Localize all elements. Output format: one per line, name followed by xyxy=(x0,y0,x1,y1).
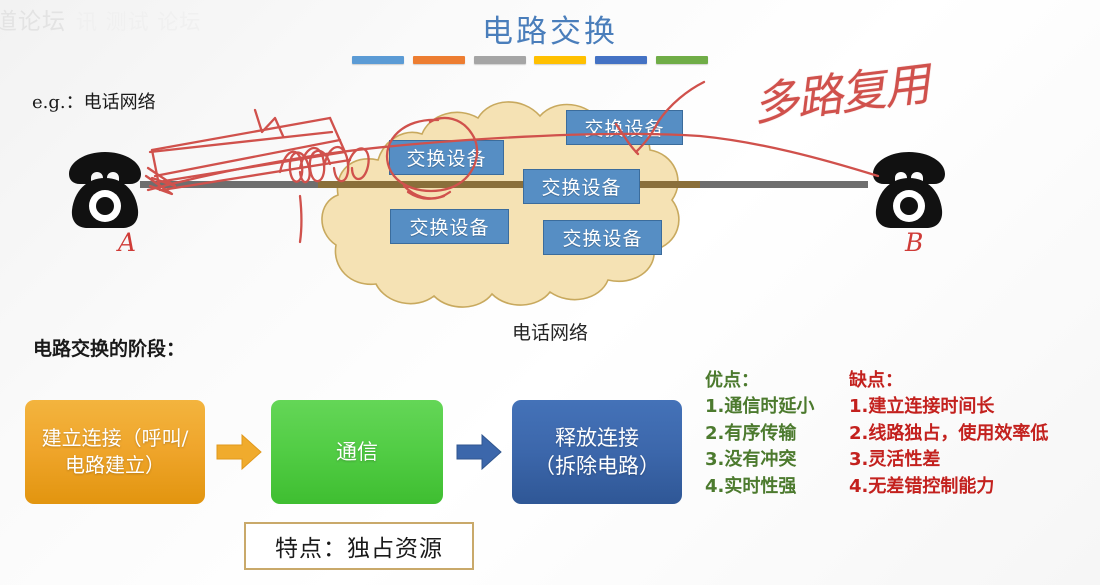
title-decoration-bars xyxy=(352,56,708,66)
example-label: e.g.：电话网络 xyxy=(32,92,156,113)
trunk-line-right xyxy=(700,181,868,188)
advantages-item-2: 2.有序传输 xyxy=(705,422,797,444)
cloud-caption: 电话网络 xyxy=(511,322,588,344)
endpoint-label-a: A xyxy=(118,228,137,257)
advantages-item-3: 3.没有冲突 xyxy=(705,449,797,471)
disadvantages-item-1: 1.建立连接时间长 xyxy=(849,396,995,418)
stages-heading: 电路交换的阶段： xyxy=(33,338,186,360)
trunk-line-inside-cloud xyxy=(318,181,702,188)
stage-box-communicate[interactable]: 通信 xyxy=(271,400,443,504)
telephone-icon-b xyxy=(866,148,952,232)
telephone-icon-a xyxy=(62,148,148,232)
title-bar-5 xyxy=(595,56,648,64)
disadvantages-heading: 缺点： xyxy=(849,370,903,391)
arrow-orange-icon xyxy=(215,432,263,476)
title-bar-1 xyxy=(352,56,404,64)
advantages-heading: 优点： xyxy=(705,370,759,391)
stage-box-establish[interactable]: 建立连接（呼叫/电路建立） xyxy=(25,400,205,504)
page-title: 电路交换 xyxy=(482,14,618,50)
advantages-item-4: 4.实时性强 xyxy=(705,475,797,497)
disadvantages-item-3: 3.灵活性差 xyxy=(849,449,941,471)
endpoint-label-b: B xyxy=(905,228,924,257)
feature-callout-box: 特点：独占资源 xyxy=(244,522,474,570)
watermark-faint-text: 讯 测试 论坛 xyxy=(76,10,202,34)
stage-box-release-label: 释放连接 （拆除电路） xyxy=(534,425,660,478)
title-bar-6 xyxy=(655,56,708,64)
watermark-main-text: 道论坛 xyxy=(0,9,66,35)
title-bar-4 xyxy=(534,56,587,64)
disadvantages-list: 缺点： 1.建立连接时间长 2.线路独占，使用效率低 3.灵活性差 4.无差错控… xyxy=(849,368,1048,500)
title-bar-3 xyxy=(473,56,526,64)
watermark: 道论坛讯 测试 论坛 xyxy=(0,2,201,36)
switch-device-box-2: 交换设备 xyxy=(566,110,683,145)
switch-device-box-1: 交换设备 xyxy=(389,140,504,175)
switch-device-box-3: 交换设备 xyxy=(523,169,640,204)
advantages-list: 优点： 1.通信时延小 2.有序传输 3.没有冲突 4.实时性强 xyxy=(705,368,814,500)
handwritten-annotation-text: 多路复用 xyxy=(749,56,932,132)
stage-box-release[interactable]: 释放连接 （拆除电路） xyxy=(512,400,682,504)
trunk-line-left xyxy=(140,181,320,188)
title-bar-2 xyxy=(412,56,465,64)
disadvantages-item-2: 2.线路独占，使用效率低 xyxy=(849,422,1049,444)
switch-device-box-5: 交换设备 xyxy=(543,220,662,255)
disadvantages-item-4: 4.无差错控制能力 xyxy=(849,475,995,497)
advantages-item-1: 1.通信时延小 xyxy=(705,396,815,418)
switch-device-box-4: 交换设备 xyxy=(390,209,509,244)
arrow-blue-icon xyxy=(455,432,503,476)
